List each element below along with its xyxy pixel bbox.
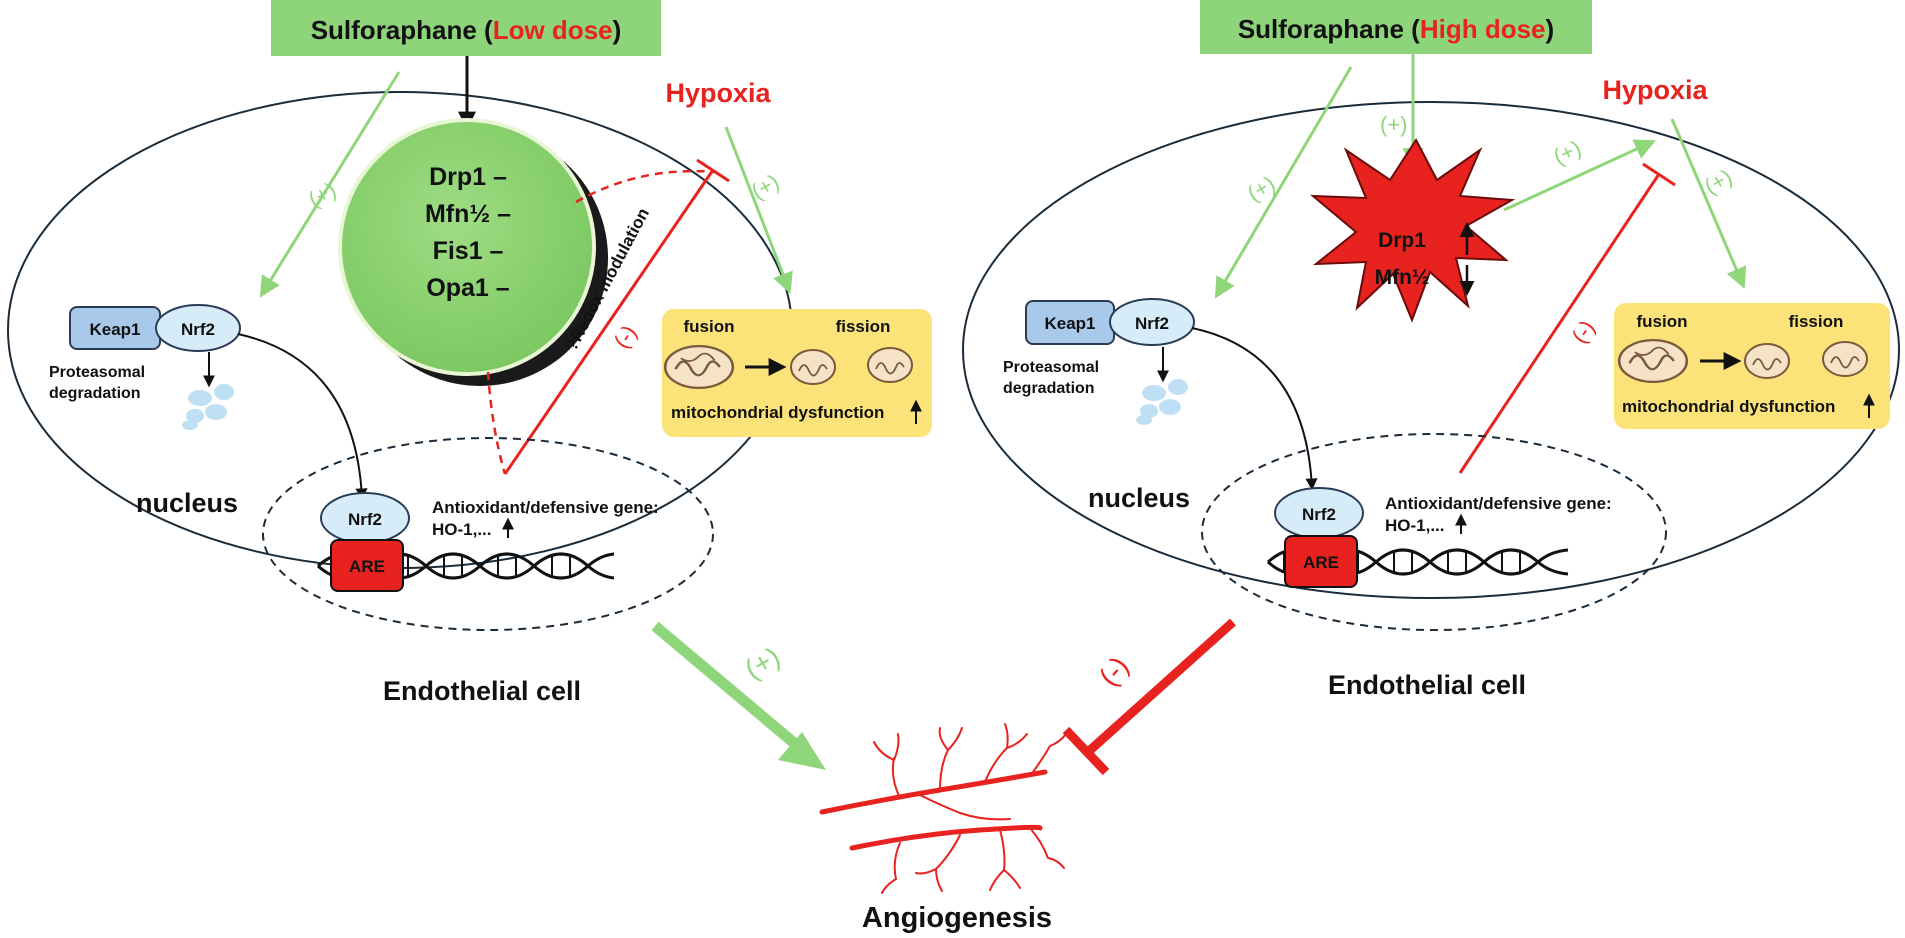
left-mito-dysfunction: mitochondrial dysfunction xyxy=(671,403,884,422)
left-circle-line-4: Opa1 – xyxy=(426,274,509,302)
left-mito-fission-1 xyxy=(790,349,836,385)
right-mito-fused xyxy=(1617,338,1689,384)
right-proteasomal-2: degradation xyxy=(1003,380,1095,397)
right-nrf2-ellipse xyxy=(1109,298,1195,346)
left-circle-line-3: Fis1 – xyxy=(433,237,504,265)
right-mito-fission-1 xyxy=(1744,343,1790,379)
left-title-box xyxy=(271,0,661,56)
right-proteasomal-1: Proteasomal xyxy=(1003,359,1099,376)
right-inhibit-line xyxy=(1458,173,1661,474)
left-minus-label: (-) xyxy=(609,321,642,353)
left-nucleus xyxy=(262,437,714,631)
left-title: Sulforaphane (Low dose) xyxy=(311,15,622,45)
left-plus-label: (+) xyxy=(304,177,340,212)
outcome: (+) (-) Angiogenesis xyxy=(651,618,1237,934)
left-nucleus-nrf2-label: Nrf2 xyxy=(348,510,382,529)
right-mito-dysfunction: mitochondrial dysfunction xyxy=(1622,397,1835,416)
right-nucleus-nrf2-label: Nrf2 xyxy=(1302,505,1336,524)
left-circle-line-2: Mfn½ – xyxy=(425,200,511,228)
left-panel: Sulforaphane (Low dose) (+) Drp1 – Mfn½ … xyxy=(7,0,932,706)
right-hypoxia: Hypoxia xyxy=(1602,75,1708,105)
left-nrf2-translocation-arrow xyxy=(237,333,368,501)
left-circle-proteins xyxy=(338,118,596,376)
left-nucleus-label: nucleus xyxy=(136,488,238,518)
left-mito-fission: fission xyxy=(836,317,891,336)
left-are-label: ARE xyxy=(349,557,385,576)
right-star-burst xyxy=(1310,138,1516,323)
right-panel: Sulforaphane (High dose) (+) (+) Drp1 Mf… xyxy=(962,0,1900,700)
right-cell-label: Endothelial cell xyxy=(1328,670,1526,700)
left-inhibit-line xyxy=(503,169,715,475)
right-gene-line-2: HO-1,... xyxy=(1385,516,1445,535)
left-degradation-fragments xyxy=(182,384,234,430)
left-nrf2-ellipse xyxy=(155,304,241,352)
left-hypoxia: Hypoxia xyxy=(665,78,771,108)
left-hypoxia-arrow xyxy=(724,126,793,294)
left-mito-fission-2 xyxy=(867,347,913,383)
right-title: Sulforaphane (High dose) xyxy=(1238,14,1554,44)
right-nrf2-translocation-arrow xyxy=(1191,327,1318,491)
left-gene-line-2: HO-1,... xyxy=(432,520,492,539)
left-gene-line-1: Antioxidant/defensive gene: xyxy=(432,498,659,517)
right-minus-label: (-) xyxy=(1567,316,1600,348)
promote-plus-label: (+) xyxy=(740,641,786,685)
right-nucleus xyxy=(1201,433,1667,631)
promote-arrowhead xyxy=(778,732,826,770)
right-inhibit-bar xyxy=(1642,162,1676,187)
right-degradation-fragments xyxy=(1136,379,1188,425)
right-keap1-label: Keap1 xyxy=(1044,314,1095,333)
left-proteasomal-1: Proteasomal xyxy=(49,364,145,381)
right-cell-membrane xyxy=(962,101,1900,599)
angiogenesis-label: Angiogenesis xyxy=(862,902,1052,934)
inhibit-angiogenesis-bar xyxy=(1062,726,1110,776)
right-nrf2-label: Nrf2 xyxy=(1135,314,1169,333)
inhibit-minus-label: (-) xyxy=(1093,650,1135,691)
left-nrf2-label: Nrf2 xyxy=(181,320,215,339)
right-star-to-hypoxia-arrow xyxy=(1503,139,1656,212)
right-hypoxia-arrow xyxy=(1670,118,1747,289)
left-redox-dashed-lower xyxy=(486,371,507,475)
left-keap1-label: Keap1 xyxy=(89,320,140,339)
right-sfn-star-plus: (+) xyxy=(1380,112,1408,137)
right-star-hypoxia-plus: (+) xyxy=(1550,135,1585,169)
inhibit-angiogenesis-line xyxy=(1084,618,1237,756)
right-mito-fission: fission xyxy=(1789,312,1844,331)
right-nucleus-label: nucleus xyxy=(1088,483,1190,513)
left-cell-label: Endothelial cell xyxy=(383,676,581,706)
left-circle-line-1: Drp1 – xyxy=(429,163,507,191)
blood-vessels-illustration xyxy=(819,723,1067,894)
right-are-label: ARE xyxy=(1303,553,1339,572)
left-mito-fusion: fusion xyxy=(684,317,735,336)
right-star-line-1: Drp1 xyxy=(1378,229,1426,252)
right-star-line-2: Mfn½ xyxy=(1375,266,1430,289)
left-inhibit-bar xyxy=(696,158,730,183)
right-mito-fusion: fusion xyxy=(1637,312,1688,331)
left-are-box xyxy=(330,539,404,592)
promote-angiogenesis-arrow xyxy=(651,621,804,753)
left-mito-fused xyxy=(663,344,735,390)
left-redox-dashed-arc xyxy=(575,169,715,204)
right-mito-fission-2 xyxy=(1822,341,1868,377)
right-are-box xyxy=(1284,535,1358,588)
right-sfn-to-nrf2-arrow xyxy=(1214,66,1353,299)
right-title-box xyxy=(1200,0,1592,54)
right-gene-line-1: Antioxidant/defensive gene: xyxy=(1385,494,1612,513)
left-proteasomal-2: degradation xyxy=(49,385,141,402)
left-sfn-to-nrf2-arrow xyxy=(259,71,401,298)
